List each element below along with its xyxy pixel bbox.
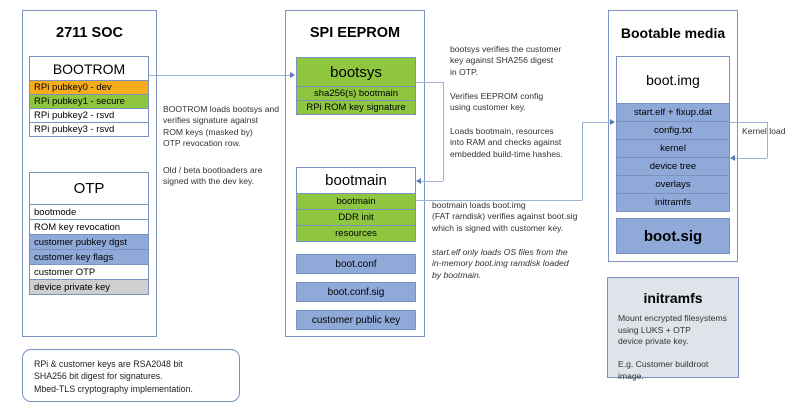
panel-spi-eeprom-title: SPI EEPROM <box>309 25 401 41</box>
bootimg-row-device-tree: device tree <box>616 158 730 176</box>
otp-row-bootmode: bootmode <box>29 205 149 220</box>
panel-bootable-media-title: Bootable media <box>620 25 726 41</box>
arrowhead-bootsys-in <box>290 71 295 78</box>
connector-bootsys-down <box>443 82 444 181</box>
note-startelf-italic: start.elf only loads OS files from the i… <box>432 247 569 280</box>
bootimg-row-overlays: overlays <box>616 176 730 194</box>
arrowhead-kernel-in <box>730 154 735 161</box>
bootimg-row-kernel: kernel <box>616 140 730 158</box>
bootrom-row-pubkey3: RPi pubkey3 - rsvd <box>29 123 149 137</box>
bootsys-row-rpi-rom-key-signature: RPi ROM key signature <box>296 101 416 115</box>
otp-module: OTP bootmode ROM key revocation customer… <box>29 172 149 295</box>
bootimg-header: boot.img <box>616 56 730 104</box>
arrowhead-bootmain-in <box>416 177 421 184</box>
otp-row-customer-key-flags: customer key flags <box>29 250 149 265</box>
bootimg-row-config-txt: config.txt <box>616 122 730 140</box>
note-old-beta: Old / beta bootloaders are signed with t… <box>163 165 263 187</box>
connector-bootrom-to-bootsys <box>149 75 291 76</box>
otp-row-rom-key-revocation: ROM key revocation <box>29 220 149 235</box>
connector-kernel-load-down <box>767 122 768 158</box>
connector-bootmain-up <box>582 122 583 200</box>
kernel-load-label: Kernel load <box>742 126 786 136</box>
eeprom-box-boot-conf: boot.conf <box>296 254 416 274</box>
bootmain-header: bootmain <box>296 167 416 194</box>
panel-2711-soc-title: 2711 SOC <box>56 25 123 41</box>
bootsys-module: bootsys sha256(s) bootmain RPi ROM key s… <box>296 57 416 115</box>
initramfs-panel-body: Mount encrypted filesystems using LUKS +… <box>618 313 727 381</box>
otp-row-customer-otp: customer OTP <box>29 265 149 280</box>
connector-bootsys-to-bootmain <box>421 181 443 182</box>
bootsys-header: bootsys <box>296 57 416 87</box>
bootrom-module: BOOTROM RPi pubkey0 - dev RPi pubkey1 - … <box>29 56 149 137</box>
bootimg-row-start-elf: start.elf + fixup.dat <box>616 104 730 122</box>
bootmain-row-resources: resources <box>296 226 416 242</box>
bootmain-module: bootmain bootmain DDR init resources <box>296 167 416 242</box>
eeprom-box-customer-public-key: customer public key <box>296 310 416 330</box>
bootsig-box: boot.sig <box>616 218 730 254</box>
note-verify-eeprom: Verifies EEPROM config using customer ke… <box>450 91 544 113</box>
initramfs-panel: initramfs Mount encrypted filesystems us… <box>607 277 739 381</box>
otp-row-device-private-key: device private key <box>29 280 149 295</box>
otp-row-customer-pubkey-dgst: customer pubkey dgst <box>29 235 149 250</box>
note-bootmain-loads: bootmain loads boot.img (FAT ramdisk) ve… <box>432 200 578 233</box>
bootrom-row-pubkey0: RPi pubkey0 - dev <box>29 81 149 95</box>
bootmain-row-ddr-init: DDR init <box>296 210 416 226</box>
initramfs-panel-title: initramfs <box>643 290 703 306</box>
footer-callout: RPi & customer keys are RSA2048 bit SHA2… <box>22 349 240 402</box>
note-loads-bootmain: Loads bootmain, resources into RAM and c… <box>450 126 563 159</box>
bootrom-row-pubkey1: RPi pubkey1 - secure <box>29 95 149 109</box>
connector-bootmain-to-bootimg <box>582 122 611 123</box>
bootrom-row-pubkey2: RPi pubkey2 - rsvd <box>29 109 149 123</box>
arrowhead-bootimg-in <box>610 118 615 125</box>
bootsys-row-sha256-bootmain: sha256(s) bootmain <box>296 87 416 101</box>
bootimg-row-initramfs: initramfs <box>616 194 730 212</box>
connector-bootmain-out <box>416 200 582 201</box>
connector-kernel-load-in <box>735 158 767 159</box>
connector-bootsys-out <box>416 82 443 83</box>
bootimg-module: boot.img start.elf + fixup.dat config.tx… <box>616 56 730 212</box>
connector-kernel-load-out <box>730 122 767 123</box>
bootrom-header: BOOTROM <box>29 56 149 81</box>
note-bootsys-verify: bootsys verifies the customer key agains… <box>450 44 562 77</box>
note-bootrom-load: BOOTROM loads bootsys and verifies signa… <box>163 104 280 149</box>
otp-header: OTP <box>29 172 149 205</box>
bootmain-row-bootmain: bootmain <box>296 194 416 210</box>
eeprom-box-boot-conf-sig: boot.conf.sig <box>296 282 416 302</box>
